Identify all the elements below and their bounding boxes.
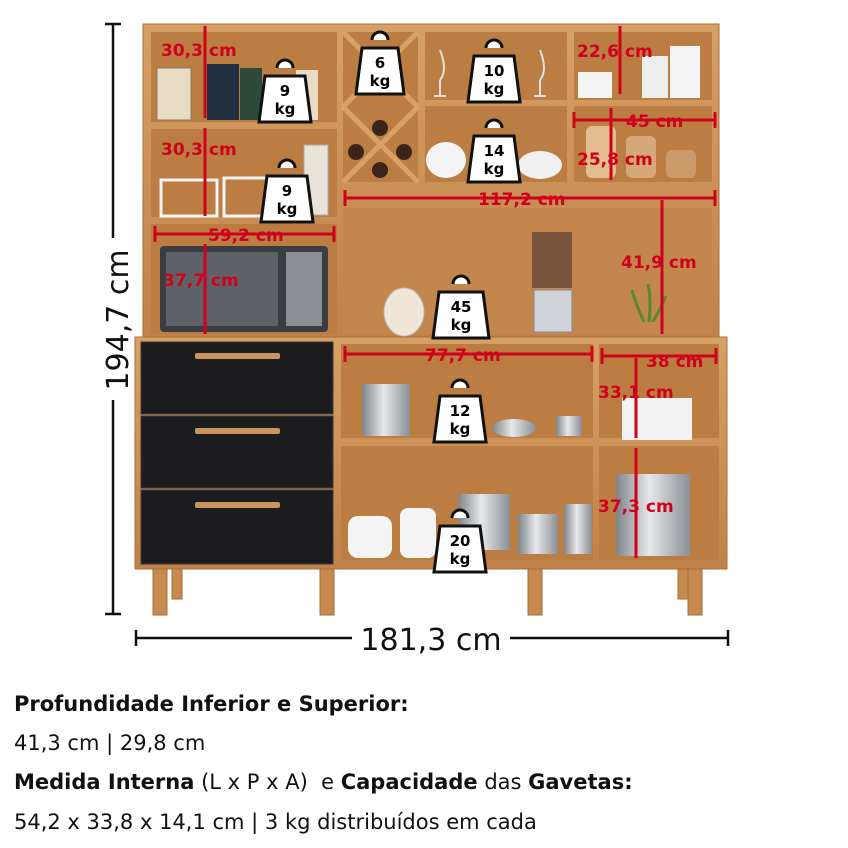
weight-icon: 9 kg [257,58,313,124]
measure-77-7: 77,7 cm [425,346,501,366]
weight-icon: 14 kg [466,118,522,184]
measure-45: 45 cm [626,112,683,132]
weight-value: 9 [280,82,290,100]
measure-59-2: 59,2 cm [208,226,284,246]
weight-unit: kg [450,550,471,568]
pot-icon [616,474,690,556]
internal-dims: (L x P x A) e [194,770,341,794]
cookie-jar-icon [383,287,425,337]
weight-icon: 45 kg [431,274,491,340]
drawer-values: 54,2 x 33,8 x 14,1 cm | 3 kg distribuído… [14,810,537,834]
weight-value: 6 [375,54,385,72]
weight-icon: 20 kg [432,508,488,574]
measure-38: 38 cm [646,352,703,372]
internal-capacity-title: Medida Interna (L x P x A) e Capacidade … [14,770,633,794]
weight-value: 20 [450,532,471,550]
drawer-3[interactable] [140,489,334,565]
weight-unit: kg [277,200,298,218]
bottle-icon [372,120,388,136]
mug-icon [578,72,612,98]
measure-33-1: 33,1 cm [598,383,674,403]
bowl-icon [426,142,466,178]
capacity-label: Capacidade [340,770,478,794]
measure-37-7: 37,7 cm [163,271,239,291]
mug-icon [670,46,700,98]
bottle-icon [348,144,364,160]
box-icon [207,64,239,120]
drawer-1-handle[interactable] [195,353,280,359]
measure-25-8: 25,8 cm [577,150,653,170]
drawer-3-handle[interactable] [195,502,280,508]
pot-icon [518,514,558,554]
kettle-icon [348,516,392,558]
blender-icon [532,232,572,288]
weight-unit: kg [484,160,505,178]
drawer-2-handle[interactable] [195,428,280,434]
weight-unit: kg [450,420,471,438]
basket-icon [159,178,219,218]
pot-icon [636,322,662,334]
pot-icon [362,384,410,436]
microwave-window-icon [166,252,278,326]
measure-30-3-mid: 30,3 cm [161,140,237,160]
weight-value: 12 [450,402,471,420]
weight-icon: 12 kg [432,378,488,444]
internal-label: Medida Interna [14,770,195,794]
weight-unit: kg [370,72,391,90]
contents [156,46,700,558]
kettle-icon [400,508,436,558]
measure-30-3-top: 30,3 cm [161,41,237,61]
microwave-panel-icon [286,252,322,326]
blender-base-icon [533,289,573,333]
weight-unit: kg [484,80,505,98]
drawers-label: Gavetas: [528,770,633,794]
measure-117-2: 117,2 cm [478,190,565,210]
pot-icon [556,416,582,436]
weight-value: 14 [484,142,505,160]
pan-icon [492,419,536,437]
weight-icon: 6 kg [354,30,406,96]
width-label: 181,3 cm [360,623,501,658]
drawer-2[interactable] [140,415,334,489]
jar-icon [626,136,656,178]
legs [152,568,703,616]
weight-unit: kg [275,100,296,118]
weight-icon: 10 kg [466,38,522,104]
overall-dimension-lines [105,22,730,646]
measure-41-9: 41,9 cm [621,253,697,273]
bottle-icon [372,162,388,178]
drawer-1[interactable] [140,341,334,415]
jar-icon [666,150,696,178]
plate-icon [518,151,562,179]
weight-value: 9 [282,182,292,200]
mug-icon [642,56,668,98]
weight-badges: 6 kg 10 kg 9 kg 14 kg 9 kg 45 kg [257,30,522,574]
depth-values: 41,3 cm | 29,8 cm [14,731,206,755]
weight-unit: kg [451,316,472,334]
measure-22-6: 22,6 cm [577,42,653,62]
pot-icon [622,398,692,440]
weight-value: 45 [451,298,472,316]
glass-icon [434,49,546,97]
bottle-icon [396,144,412,160]
box-icon [156,67,192,121]
jar-icon [586,126,616,178]
weight-icon: 9 kg [259,158,315,224]
furniture-diagram: 194,7 cm 181,3 cm 30,3 cm 30,3 cm 59,2 c… [101,22,730,658]
weight-value: 10 [484,62,505,80]
measure-lines [153,26,718,558]
box-icon [240,68,262,120]
height-label: 194,7 cm [101,249,136,390]
drawers-connector: das [477,770,529,794]
measure-37-3: 37,3 cm [598,497,674,517]
depth-title: Profundidade Inferior e Superior: [14,692,409,716]
pot-icon [564,504,592,554]
